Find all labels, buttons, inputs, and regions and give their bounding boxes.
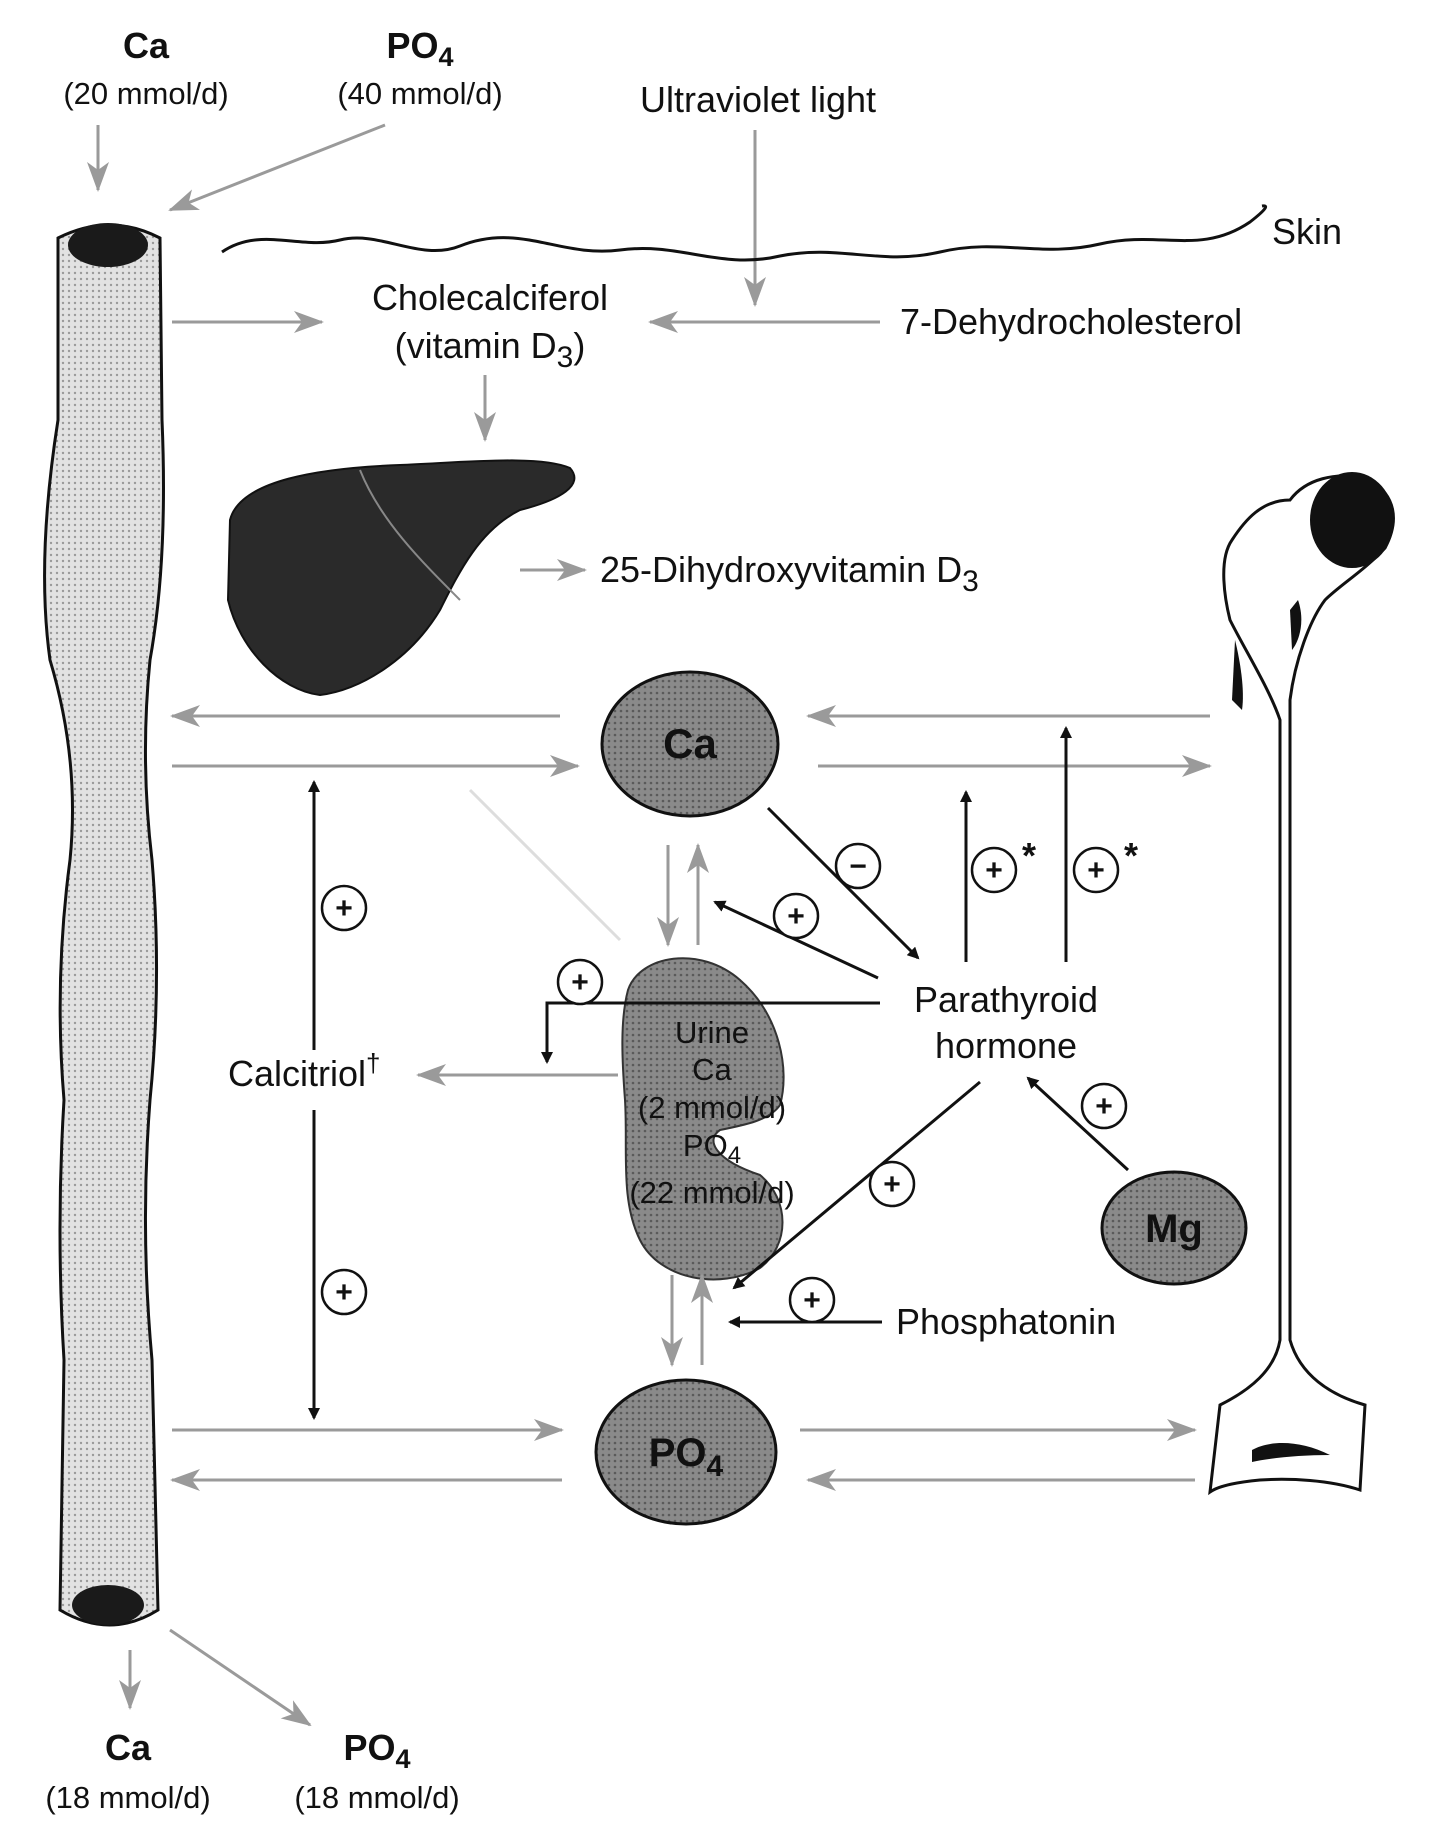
po4-pool-label: PO4 (649, 1431, 724, 1483)
vitamin-d3-label: (vitamin D3) (395, 325, 586, 374)
po4-intake-label: PO4 (386, 25, 453, 72)
faint-diagonal-line (468, 788, 622, 942)
pth-bone-plus-sign-2 (1072, 846, 1120, 894)
po4-output-arrow (169, 1628, 312, 1727)
urine-po4-amount: (22 mmol/d) (629, 1175, 794, 1210)
po4-output: PO4 (18 mmol/d) (294, 1727, 459, 1815)
urine-label: Urine (675, 1015, 749, 1050)
cholecalciferol-label: Cholecalciferol (372, 277, 608, 318)
pth-to-phosphate-excretion-arrow (732, 1080, 981, 1290)
pth-label-line2: hormone (935, 1025, 1077, 1066)
femur-bone (1208, 472, 1395, 1496)
asterisk-mark: * (1022, 835, 1036, 876)
pth-to-ca-reabsorption-arrow (713, 900, 879, 980)
kidney: Urine Ca (2 mmol/d) PO4 (22 mmol/d) (621, 957, 795, 1281)
plus-sign-label: + (335, 1276, 353, 1309)
intestine-tube (43, 223, 165, 1627)
liver (226, 459, 576, 697)
urine-ca-label: Ca (692, 1052, 732, 1087)
ca-pool-label: Ca (663, 720, 717, 767)
femur-head (1310, 472, 1394, 568)
ca-inhibits-pth-minus-sign (834, 842, 882, 890)
ca-output-label: Ca (105, 1727, 152, 1768)
intestine-top-opening (68, 223, 148, 267)
uv-light-label: Ultraviolet light (640, 79, 876, 120)
plus-sign-label: + (1087, 854, 1105, 887)
po4-intake-amount: (40 mmol/d) (337, 76, 502, 111)
phosphatonin-label: Phosphatonin (896, 1301, 1116, 1342)
calcitriol-up-plus-sign (320, 884, 368, 932)
plus-sign-label: + (883, 1168, 901, 1201)
pth-to-calcitriol-production-arrow (541, 1001, 880, 1064)
mg-pth-plus-sign (1080, 1082, 1128, 1130)
pth-label-line1: Parathyroid (914, 979, 1098, 1020)
intestine-bottom-opening (72, 1585, 144, 1625)
po4-output-label: PO4 (343, 1727, 410, 1774)
minus-sign-label: − (849, 850, 867, 883)
ca-output: Ca (18 mmol/d) (45, 1727, 210, 1815)
pth-calcitriol-plus-sign (556, 958, 604, 1006)
skin-line (221, 204, 1268, 262)
plus-sign-label: + (571, 966, 589, 999)
po4-pool (594, 1378, 778, 1526)
urine-po4-label: PO4 (683, 1128, 741, 1169)
hydroxyvitamin-label: 25-Dihydroxyvitamin D3 (600, 549, 979, 598)
calcitriol-down-plus-sign (320, 1268, 368, 1316)
plus-sign-label: + (335, 892, 353, 925)
ca-intake: Ca (20 mmol/d) (63, 25, 228, 111)
pth-ca-reabsorption-plus-sign (772, 892, 820, 940)
ca-output-amount: (18 mmol/d) (45, 1780, 210, 1815)
plus-sign-label: + (803, 1284, 821, 1317)
phosphatonin-plus-sign (788, 1276, 836, 1324)
mg-pool (1100, 1170, 1248, 1286)
asterisk-mark: * (1124, 835, 1138, 876)
pth-bone-plus-sign-1 (970, 846, 1018, 894)
plus-sign-label: + (787, 900, 805, 933)
ca-intake-amount: (20 mmol/d) (63, 76, 228, 111)
dehydrocholesterol-label: 7-Dehydrocholesterol (900, 301, 1242, 342)
po4-intake: PO4 (40 mmol/d) (337, 25, 502, 111)
plus-sign-label: + (1095, 1090, 1113, 1123)
ca-intake-label: Ca (123, 25, 170, 66)
ca-pool (600, 670, 780, 818)
skin-label: Skin (1272, 211, 1342, 252)
plus-sign-label: + (985, 854, 1003, 887)
pth-phosphate-plus-sign (868, 1160, 916, 1208)
po4-intake-arrow (168, 123, 386, 212)
mg-label: Mg (1145, 1207, 1203, 1251)
calcitriol-label: Calcitriol† (228, 1048, 381, 1094)
mg-to-pth-arrow (1026, 1076, 1130, 1172)
urine-ca-amount: (2 mmol/d) (638, 1090, 786, 1125)
po4-output-amount: (18 mmol/d) (294, 1780, 459, 1815)
